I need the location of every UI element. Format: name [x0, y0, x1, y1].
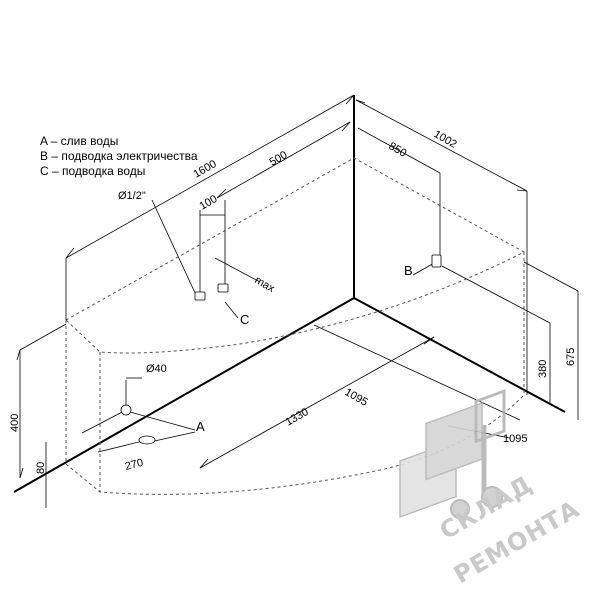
dim-270: 270 [124, 457, 145, 473]
electric-socket [431, 254, 442, 268]
legend: A – слив воды B – подводка электричества… [40, 134, 198, 179]
dimension-arrows [16, 94, 528, 479]
forklift-icon [399, 389, 506, 519]
dim-thread: Ø1/2" [118, 190, 146, 202]
watermark: СКЛАД РЕМОНТА [399, 389, 585, 589]
dim-80: 80 [35, 462, 47, 474]
wall-floor-left [13, 297, 355, 493]
marker-c: C [240, 312, 249, 327]
dim-400: 400 [9, 414, 21, 432]
wall-floor-right [353, 297, 566, 413]
legend-item-water-supply: C – подводка воды [40, 164, 146, 178]
dimension-lines [19, 94, 579, 508]
dim-d40: Ø40 [146, 363, 167, 375]
water-inlet-right [217, 283, 229, 293]
drain-overflow [120, 404, 132, 416]
dim-max: max [253, 274, 277, 295]
dim-1095-diagonal: 1095 [343, 386, 370, 409]
marker-a: A [196, 419, 205, 434]
legend-item-drain: A – слив воды [40, 134, 119, 148]
dimension-labels: 1600 500 100 max 850 1002 Ø1/2" Ø40 400 … [9, 128, 577, 474]
dim-675: 675 [565, 348, 577, 366]
marker-b: B [404, 263, 413, 278]
dim-1095-right: 1095 [503, 433, 527, 445]
tub-top-rim [65, 157, 526, 354]
dim-1330: 1330 [284, 406, 311, 429]
dim-380: 380 [537, 360, 549, 378]
legend-item-electric: B – подводка электричества [40, 149, 198, 163]
dim-100: 100 [198, 193, 220, 213]
water-inlet-left [194, 291, 206, 301]
walls [13, 95, 566, 493]
drain-outlet [138, 435, 156, 445]
dim-500: 500 [268, 149, 290, 169]
fittings [120, 254, 442, 445]
dim-850: 850 [387, 140, 409, 160]
point-markers: A B C [196, 263, 413, 434]
